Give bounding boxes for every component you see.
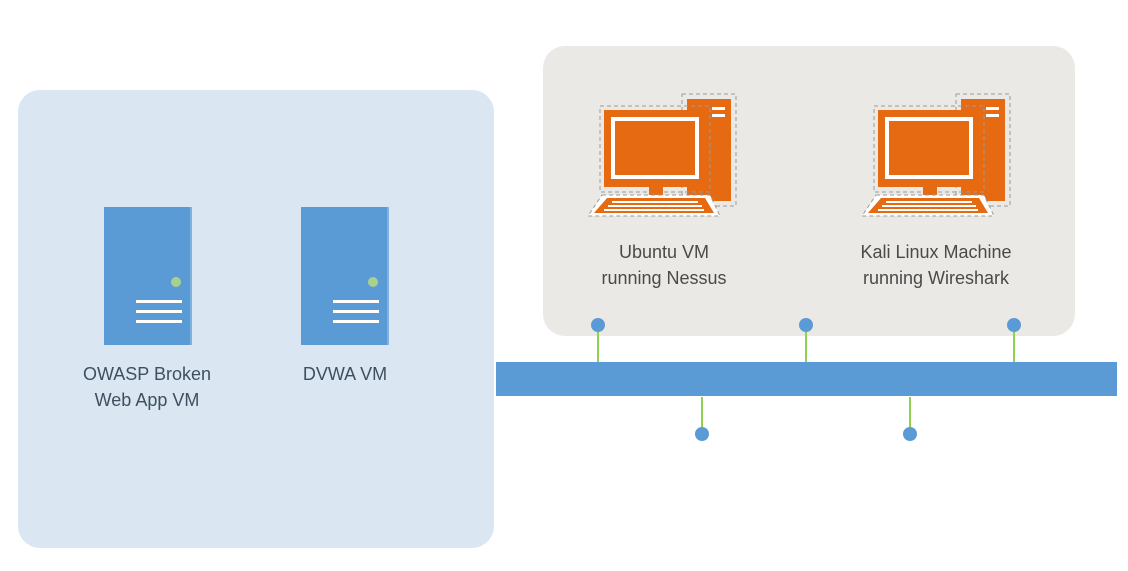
target-vm-zone xyxy=(18,90,494,548)
kali-machine-label: Kali Linux Machine running Wireshark xyxy=(826,239,1046,291)
ubuntu-vm-label: Ubuntu VM running Nessus xyxy=(574,239,754,291)
connector-below-2 xyxy=(903,397,917,441)
ubuntu-vm-label-line1: Ubuntu VM xyxy=(618,242,710,262)
ubuntu-vm-label-line2: running Nessus xyxy=(601,268,727,288)
server-icon xyxy=(104,207,192,345)
workstation-icon xyxy=(587,93,737,217)
workstation-icon xyxy=(861,93,1011,217)
connector-above-1 xyxy=(591,318,605,362)
network-bus xyxy=(496,362,1117,396)
owasp-vm-label-line1: OWASP Broken xyxy=(82,364,212,384)
kali-machine-label-line1: Kali Linux Machine xyxy=(860,242,1012,262)
dvwa-vm-label-line1: DVWA VM xyxy=(302,364,388,384)
connector-above-2 xyxy=(799,318,813,362)
server-icon xyxy=(301,207,389,345)
connector-below-1 xyxy=(695,397,709,441)
owasp-vm-label-line2: Web App VM xyxy=(94,390,200,410)
connector-above-3 xyxy=(1007,318,1021,362)
dvwa-vm-label: DVWA VM xyxy=(280,361,410,387)
kali-machine-label-line2: running Wireshark xyxy=(862,268,1010,288)
owasp-vm-label: OWASP Broken Web App VM xyxy=(68,361,226,413)
